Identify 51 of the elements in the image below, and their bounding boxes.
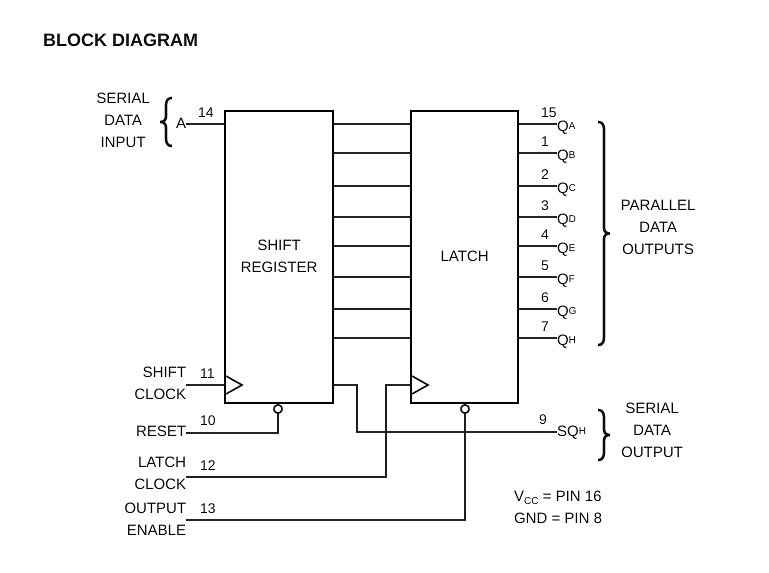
connector-line [334, 185, 410, 187]
connector-line [519, 276, 557, 278]
logic-block [224, 110, 334, 404]
diagram-title: BLOCK DIAGRAM [43, 29, 198, 51]
connector-line [186, 123, 224, 125]
annotation-text: SERIAL DATA OUTPUT [620, 399, 684, 463]
connector-line [334, 337, 410, 339]
pin-number: 15 [540, 104, 558, 120]
connector-line [519, 123, 557, 125]
connector-line [334, 276, 410, 278]
logic-block [410, 110, 519, 404]
connector-line [334, 216, 410, 218]
annotation-text: GND = PIN 8 [514, 509, 602, 529]
connector-line [519, 337, 557, 339]
connector-line [186, 404, 470, 521]
connector-line [334, 152, 410, 154]
pin-number: 12 [199, 457, 217, 473]
connector-line [519, 308, 557, 310]
signal-name: RESET [120, 421, 186, 443]
connector-line [334, 384, 557, 433]
pin-number: 4 [540, 226, 550, 242]
connector-line [519, 216, 557, 218]
pin-number: 11 [199, 365, 216, 381]
block-label: SHIFT REGISTER [240, 236, 318, 278]
pin-number: 1 [540, 133, 550, 149]
signal-name: SHIFT CLOCK [120, 362, 186, 406]
pin-number: 2 [540, 166, 550, 182]
signal-name: A [170, 113, 186, 135]
pin-number: 13 [199, 500, 217, 516]
connector-line [334, 308, 410, 310]
annotation-text: SERIAL DATA INPUT [95, 89, 151, 153]
annotation-text: V$_{CC}$ = PIN 16 [514, 487, 602, 508]
connector-line [186, 404, 283, 434]
connector-line [186, 375, 429, 478]
connector-line [334, 245, 410, 247]
pin-number: 5 [540, 257, 550, 273]
signal-name: LATCH CLOCK [120, 452, 186, 496]
pin-number: 9 [538, 411, 548, 427]
pin-number: 3 [540, 197, 550, 213]
annotation-text: PARALLEL DATA OUTPUTS [620, 196, 696, 260]
block-label: LATCH [440, 247, 489, 267]
pin-number: 7 [540, 318, 550, 334]
pin-number: 10 [199, 412, 217, 428]
pin-number: 14 [197, 104, 215, 120]
signal-name: OUTPUT ENABLE [100, 498, 186, 542]
pin-number: 6 [540, 289, 550, 305]
connector-line [186, 375, 243, 395]
connector-line [519, 185, 557, 187]
connector-line [519, 152, 557, 154]
connector-line [519, 245, 557, 247]
connector-line [334, 123, 410, 125]
